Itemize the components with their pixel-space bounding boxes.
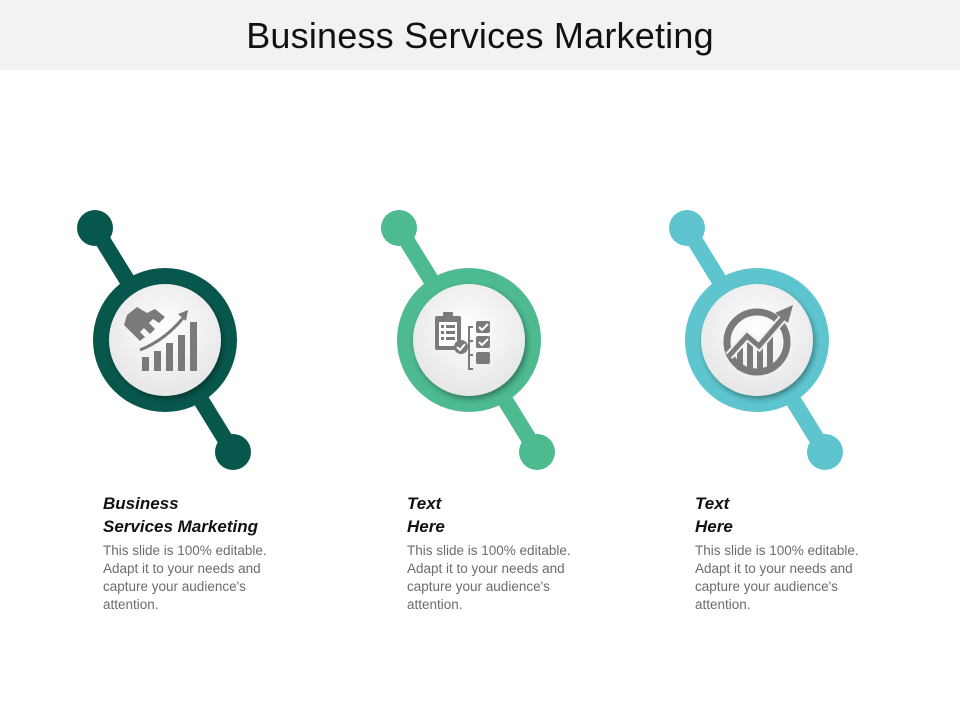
page-title: Business Services Marketing — [246, 15, 714, 56]
inner-circle — [109, 284, 221, 396]
heading-line: Text — [695, 494, 730, 513]
item-heading: Text Here — [695, 492, 885, 538]
item-heading: Text Here — [407, 492, 597, 538]
item-body: This slide is 100% editable. Adapt it to… — [407, 543, 571, 612]
heading-line: Here — [695, 517, 733, 536]
item-body: This slide is 100% editable. Adapt it to… — [695, 543, 859, 612]
heading-line: Text — [407, 494, 442, 513]
ring-connector-graphic — [77, 210, 251, 470]
service-item-3 — [657, 200, 957, 480]
top-node — [669, 210, 705, 246]
growth-chart-icon — [723, 305, 793, 376]
heading-line: Business — [103, 494, 179, 513]
bottom-node — [807, 434, 843, 470]
heading-line: Here — [407, 517, 445, 536]
service-text-3: Text Here This slide is 100% editable. A… — [695, 492, 885, 614]
service-text-1: Business Services Marketing This slide i… — [103, 492, 293, 614]
heading-line: Services Marketing — [103, 517, 258, 536]
top-node — [77, 210, 113, 246]
ring-connector-graphic — [669, 210, 843, 470]
top-node — [381, 210, 417, 246]
service-item-2 — [369, 200, 669, 480]
service-item-1 — [65, 200, 365, 480]
title-bar: Business Services Marketing — [0, 0, 960, 70]
service-text-2: Text Here This slide is 100% editable. A… — [407, 492, 597, 614]
item-body: This slide is 100% editable. Adapt it to… — [103, 543, 267, 612]
handshake-growth-icon — [124, 307, 197, 371]
ring-connector-graphic — [381, 210, 555, 470]
bottom-node — [519, 434, 555, 470]
item-heading: Business Services Marketing — [103, 492, 293, 538]
bottom-node — [215, 434, 251, 470]
checklist-icon — [435, 312, 490, 370]
